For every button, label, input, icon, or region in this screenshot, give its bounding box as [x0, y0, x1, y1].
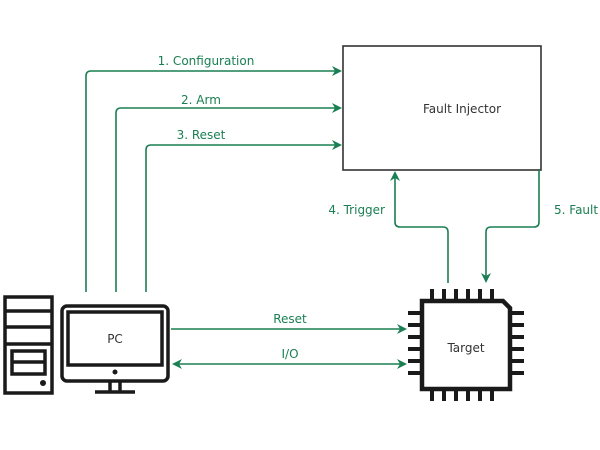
fault-injector-node: Fault Injector [342, 45, 542, 171]
chip-pin-top [430, 289, 434, 301]
arm-arrow [115, 103, 342, 292]
chip-pins [408, 289, 524, 401]
chip-pin-bottom [442, 389, 446, 401]
chip-pin-bottom [490, 389, 494, 401]
target-label: Target [446, 341, 484, 355]
reset-target-label: Reset [273, 312, 307, 326]
fault-injector-box [342, 45, 542, 171]
chip-pin-right [510, 371, 524, 375]
fault-arrow [481, 170, 540, 283]
chip-pin-right [510, 347, 524, 351]
pc-node: PC [60, 304, 170, 394]
edge-trigger [390, 171, 449, 283]
chip-pin-top [454, 289, 458, 301]
chip-body [419, 298, 513, 392]
trigger-arrow [390, 171, 449, 283]
edge-configuration [85, 66, 342, 292]
configuration-label: 1. Configuration [158, 54, 255, 68]
io-label: I/O [281, 347, 298, 361]
chip-pin-left [408, 335, 422, 339]
target-node: Target [408, 289, 524, 401]
chip-pin-left [408, 359, 422, 363]
chip-pin-right [510, 311, 524, 315]
chip-pin-bottom [430, 389, 434, 401]
chip-pin-left [408, 323, 422, 327]
reset-fi-arrow [145, 140, 342, 292]
reset-fi-label: 3. Reset [177, 128, 226, 142]
chip-pin-top [478, 289, 482, 301]
edge-fault [481, 170, 540, 283]
monitor-icon [60, 304, 170, 394]
edge-arm [115, 103, 342, 292]
chip-pin-left [408, 371, 422, 375]
chip-pin-bottom [454, 389, 458, 401]
chip-pin-left [408, 311, 422, 315]
configuration-arrow [85, 66, 342, 292]
chip-pin-right [510, 359, 524, 363]
fault-label: 5. Fault [554, 203, 598, 217]
edge-reset-fi [145, 140, 342, 292]
arm-label: 2. Arm [181, 93, 221, 107]
pc-label: PC [107, 332, 123, 346]
fault-injector-label: Fault Injector [423, 102, 501, 116]
chip-pin-bottom [466, 389, 470, 401]
chip-pin-top [466, 289, 470, 301]
trigger-label: 4. Trigger [328, 203, 385, 217]
chip-pin-top [490, 289, 494, 301]
chip-pin-right [510, 323, 524, 327]
chip-pin-left [408, 347, 422, 351]
chip-pin-right [510, 335, 524, 339]
pc-tower-icon [3, 295, 54, 395]
chip-pin-bottom [478, 389, 482, 401]
chip-pin-top [442, 289, 446, 301]
